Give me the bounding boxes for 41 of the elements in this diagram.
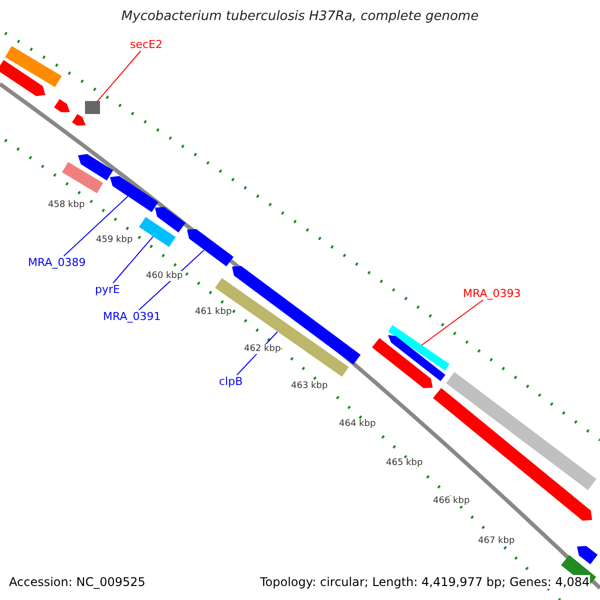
gene-bar [214, 278, 348, 377]
map-title: Mycobacterium tuberculosis H37Ra, complete genome [120, 9, 480, 24]
gene-bar [155, 207, 186, 233]
position-label: 466 kbp [433, 496, 470, 506]
position-label: 460 kbp [146, 271, 183, 281]
gene-label: MRA_0393 [463, 287, 521, 300]
gene-bar [72, 114, 86, 126]
gene-label: MRA_0391 [103, 310, 161, 323]
gene-bar [232, 266, 361, 365]
gene-bar [138, 217, 176, 247]
position-label: 467 kbp [478, 536, 515, 546]
gene-bar [54, 98, 70, 112]
gene-bar [0, 60, 45, 96]
leader-line [96, 50, 142, 103]
gene-bar [372, 338, 433, 388]
gene-bar [187, 229, 234, 267]
info-text: Accession: NC_009525 [9, 575, 146, 589]
leader-line [112, 236, 154, 284]
position-label: 462 kbp [244, 344, 281, 354]
position-label: 459 kbp [96, 235, 133, 245]
gene-bar [110, 176, 158, 212]
position-label: 465 kbp [386, 458, 423, 468]
gene-bar [85, 100, 100, 114]
position-label: 464 kbp [339, 419, 376, 429]
gene-bar [62, 162, 104, 194]
gene-label: secE2 [130, 38, 162, 51]
gene-label: pyrE [95, 283, 120, 296]
gene-bar [577, 546, 598, 565]
gene-label: MRA_0389 [28, 256, 86, 269]
gene-label: clpB [219, 375, 243, 388]
position-label: 461 kbp [195, 307, 232, 317]
leader-line [63, 196, 129, 256]
gene-bar [432, 388, 592, 521]
gene-bar [446, 372, 596, 491]
gene-bar [388, 335, 446, 382]
gene-bar [78, 154, 114, 180]
position-label: 458 kbp [48, 200, 85, 210]
info-text: Topology: circular; Length: 4,419,977 bp; Genes: 4,084 [260, 575, 590, 589]
gene-bar [388, 324, 450, 370]
gene-bar [4, 46, 62, 88]
position-label: 463 kbp [291, 381, 328, 391]
